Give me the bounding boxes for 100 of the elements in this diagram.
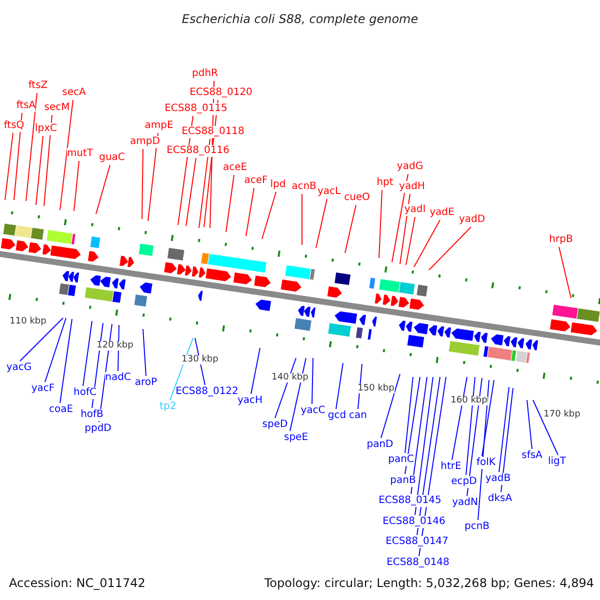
leader-line <box>466 376 476 476</box>
leader-line <box>186 158 196 226</box>
gene-label: yacH <box>237 395 263 407</box>
leader-line <box>478 380 490 520</box>
gene-label: pcnB <box>464 521 490 533</box>
leader-line <box>44 318 66 382</box>
gene-label: ECS88_0115 <box>164 103 228 115</box>
gene-label: ECS88_0145 <box>378 495 442 507</box>
leader-line <box>428 226 472 270</box>
scale-tick-label: 140 kbp <box>272 374 308 382</box>
gene-label: ECS88_0146 <box>382 516 446 528</box>
gene-label: hrpB <box>549 234 573 246</box>
leader-line <box>404 376 420 474</box>
gene-label: ECS88_0118 <box>182 126 244 138</box>
gene-label: hpt <box>376 177 394 189</box>
gene-label: yacG <box>6 362 32 374</box>
leader-line <box>316 198 328 248</box>
leader-line <box>414 376 434 516</box>
leader-line <box>142 148 144 220</box>
gene-label: yadE <box>430 207 454 219</box>
leader-line <box>60 318 72 404</box>
gene-label: panB <box>390 475 416 487</box>
leader-line <box>378 190 382 258</box>
leader-line <box>526 400 532 450</box>
gene-label: guaC <box>99 152 125 164</box>
gene-label: ftsQ <box>4 120 24 132</box>
leader-line <box>262 192 276 240</box>
leader-line <box>26 92 38 202</box>
leader-line <box>246 188 254 236</box>
leader-line <box>74 160 80 212</box>
leader-line <box>312 358 314 404</box>
leader-line <box>198 138 210 228</box>
gene-label: hofB <box>80 409 104 421</box>
gene-label: tp2 <box>160 401 176 413</box>
gene-label: yacC <box>300 405 326 417</box>
gene-label: ppdD <box>84 423 112 435</box>
gene-label: folK <box>476 457 496 469</box>
scale-tick-label: 160 kbp <box>450 396 488 406</box>
leader-line <box>142 328 146 376</box>
gene-label: ECS88_0122 <box>176 386 238 398</box>
gene-label: yacL <box>317 186 341 198</box>
leader-line <box>414 220 440 268</box>
leader-line <box>404 376 414 454</box>
gene-label: ecpD <box>451 476 477 488</box>
leader-line <box>4 132 14 200</box>
gene-label: pdhR <box>192 68 218 80</box>
gene-label: ECS88_0147 <box>386 536 448 548</box>
map-title: Escherichia coli S88, complete genome <box>180 11 420 28</box>
scale-tick-label: 150 kbp <box>358 384 394 394</box>
leader-line <box>452 376 468 460</box>
scale-tick-label: 120 kbp <box>96 342 134 350</box>
leader-line <box>44 114 52 206</box>
leader-line <box>532 400 558 456</box>
leader-line <box>344 204 356 254</box>
leader-line <box>500 388 514 492</box>
leader-line <box>400 194 410 264</box>
gene-label: panD <box>366 439 394 451</box>
gene-label: ftsA <box>16 100 36 112</box>
leader-line <box>482 380 494 456</box>
scale-tick-label: 170 kbp <box>544 410 580 420</box>
accession-text: Accession: NC_011742 <box>9 575 146 592</box>
gene-label: ampE <box>144 120 174 132</box>
gene-label: panC <box>388 454 414 466</box>
leader-line <box>290 358 306 432</box>
gene-label: ampD <box>130 136 160 148</box>
leader-line <box>498 386 510 472</box>
leader-line <box>336 362 344 410</box>
gene-label: yadH <box>399 181 425 193</box>
gene-label: hofC <box>74 387 96 399</box>
gene-label: ECS88_0148 <box>386 557 450 569</box>
gene-label: yadN <box>452 497 478 509</box>
leader-line <box>14 112 22 200</box>
leader-line <box>380 374 400 438</box>
genome-summary-text: Topology: circular; Length: 5,032,268 bp; Genes: 4,894 <box>264 575 594 592</box>
gene-label: mutT <box>66 148 94 160</box>
gene-label: yadD <box>458 214 486 226</box>
leader-line <box>392 174 408 262</box>
leader-line <box>410 376 428 494</box>
scale-tick-label: 110 kbp <box>10 318 46 326</box>
leader-line <box>96 164 110 214</box>
leader-line <box>226 174 234 232</box>
gene-label: speE <box>284 432 308 444</box>
gene-label: ECS88_0116 <box>166 145 230 157</box>
gene-label: yadG <box>396 161 424 173</box>
leader-line <box>60 100 74 210</box>
gene-label: lpxC <box>34 123 58 135</box>
leader-line <box>274 358 296 418</box>
leader-line <box>20 318 64 362</box>
gene-label: ligT <box>548 456 566 468</box>
leader-line <box>406 216 416 266</box>
gene-label: ECS88_0120 <box>190 87 252 99</box>
leader-line <box>558 246 572 298</box>
leader-line <box>98 324 112 422</box>
leader-line <box>250 348 260 394</box>
gene-label: yacF <box>31 383 55 395</box>
gene-label: yadB <box>485 473 511 485</box>
leader-line <box>92 322 104 408</box>
scale-tick-label: 130 kbp <box>182 356 218 364</box>
leader-line <box>36 136 44 206</box>
gene-label: speD <box>262 419 288 431</box>
